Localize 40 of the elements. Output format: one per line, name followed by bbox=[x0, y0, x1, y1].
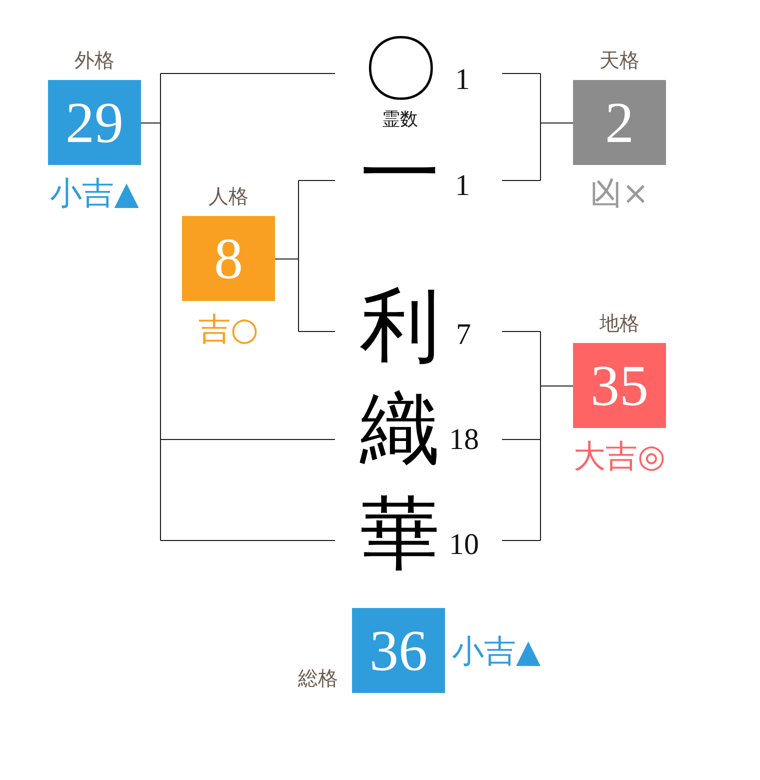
category-label: 天格 bbox=[600, 50, 640, 70]
score-tile: 2 bbox=[573, 80, 666, 165]
connector-line bbox=[298, 331, 336, 332]
fortune-label: 大吉◎ bbox=[574, 440, 666, 472]
category-label: 地格 bbox=[600, 313, 640, 333]
fortune-label: 小吉▲ bbox=[452, 634, 541, 666]
name-character: 織 bbox=[360, 390, 440, 470]
score-tile: 36 bbox=[352, 608, 445, 693]
stroke-count: 18 bbox=[449, 425, 479, 455]
connector-line bbox=[502, 439, 541, 440]
connector-line bbox=[502, 73, 541, 74]
connector-line bbox=[540, 331, 574, 541]
category-label: 外格 bbox=[74, 50, 114, 70]
score-tile: 35 bbox=[573, 343, 666, 428]
stroke-count: 7 bbox=[456, 320, 471, 350]
connector-line bbox=[502, 540, 541, 541]
fortune-label: 凶× bbox=[590, 177, 649, 209]
score-tile: 8 bbox=[182, 216, 275, 301]
stroke-count: 1 bbox=[455, 171, 470, 201]
connector-line bbox=[160, 540, 336, 541]
connector-line bbox=[502, 331, 541, 332]
fortune-label: 吉○ bbox=[198, 313, 258, 345]
stroke-count: 10 bbox=[449, 530, 479, 560]
name-character: 利 bbox=[360, 287, 440, 367]
connector-line bbox=[274, 180, 299, 332]
connector-line bbox=[160, 73, 336, 74]
stroke-count: 1 bbox=[455, 65, 470, 95]
connector-line bbox=[298, 180, 336, 181]
category-label: 人格 bbox=[208, 186, 248, 206]
connector-line bbox=[540, 73, 574, 181]
connector-line bbox=[140, 73, 161, 541]
name-character: 一 bbox=[360, 135, 440, 215]
category-label: 総格 bbox=[298, 668, 338, 688]
name-character: 華 bbox=[360, 495, 440, 575]
circle-character: 〇 bbox=[362, 33, 438, 107]
fortune-label: 小吉▲ bbox=[50, 177, 139, 209]
score-tile: 29 bbox=[48, 80, 141, 165]
connector-line bbox=[502, 180, 541, 181]
connector-line bbox=[160, 439, 336, 440]
caption-label: 霊数 bbox=[381, 111, 419, 129]
